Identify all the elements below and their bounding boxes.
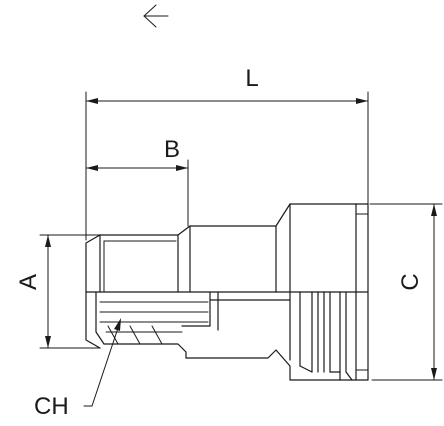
dimension-label-a: A <box>15 274 42 290</box>
dimension-label-c: C <box>397 273 424 290</box>
dimension-a <box>39 234 101 349</box>
dimension-label-b: B <box>164 136 180 163</box>
dimension-c <box>369 203 443 381</box>
dimension-label-l: L <box>245 65 258 92</box>
hex-section <box>95 291 187 359</box>
dimension-l <box>85 91 369 241</box>
fitting-body <box>85 203 369 381</box>
ch-leader <box>83 318 121 407</box>
dimension-label-ch: CH <box>34 393 69 420</box>
body-grooves <box>299 291 353 381</box>
dimension-b <box>85 159 189 227</box>
left-arrow-icon <box>143 4 169 28</box>
wrench-flat-lines <box>99 301 209 345</box>
